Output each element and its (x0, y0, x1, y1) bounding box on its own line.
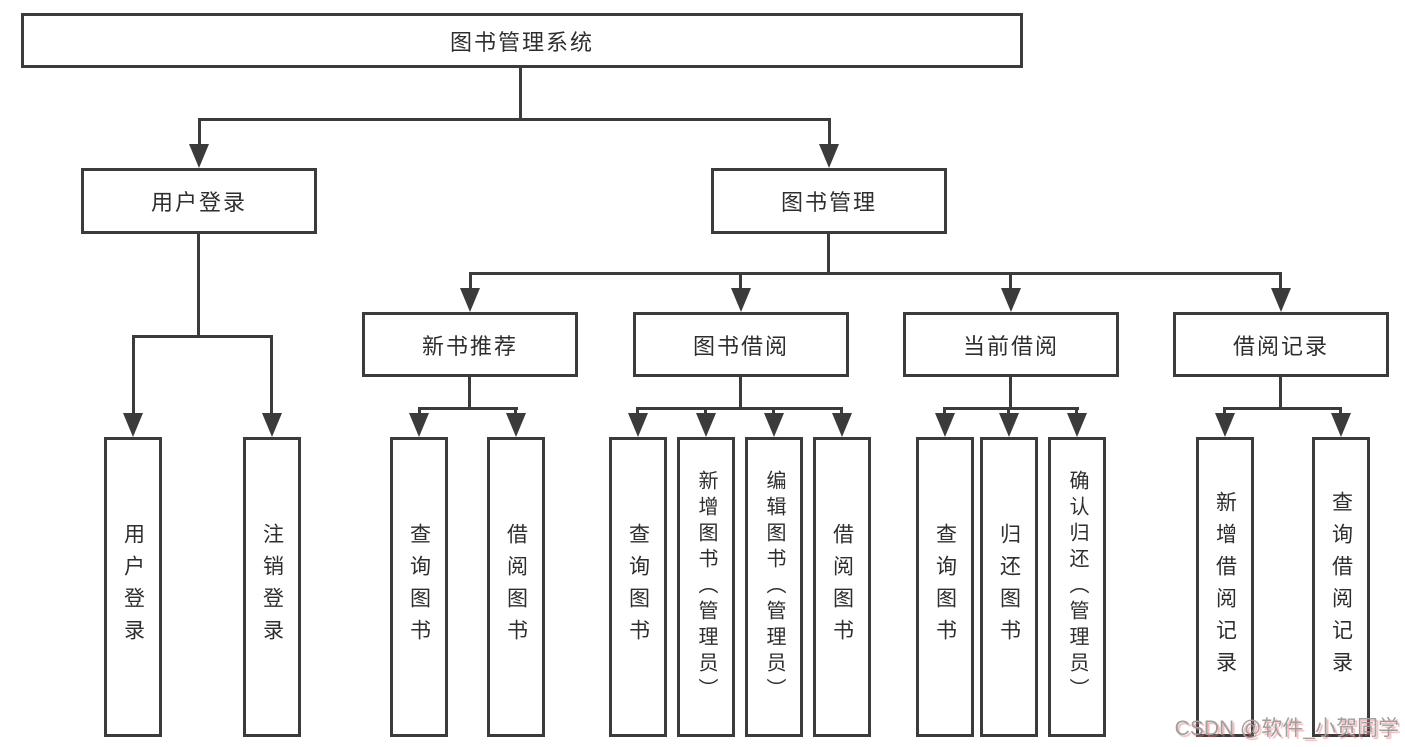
connector-line (704, 407, 707, 417)
leaf-label: 编辑图书（管理员） (763, 470, 785, 704)
node-new-book-recommendation: 新书推荐 (362, 312, 578, 377)
arrowhead-down-icon (506, 413, 526, 437)
leaf-logout: 注销登录 (243, 437, 301, 737)
leaf-label: 用户登录 (121, 523, 145, 651)
leaf-label: 新增图书（管理员） (695, 470, 717, 704)
connector-line (636, 407, 843, 410)
leaf-query-books-recommend: 查询图书 (390, 437, 448, 737)
arrowhead-down-icon (262, 413, 282, 437)
connector-line (943, 407, 946, 417)
connector-line (1223, 407, 1226, 417)
leaf-label: 查询图书 (407, 523, 431, 651)
node-current-borrowing: 当前借阅 (903, 312, 1119, 377)
arrowhead-down-icon (1215, 413, 1235, 437)
leaf-return-books: 归还图书 (980, 437, 1038, 737)
leaf-label: 借阅图书 (504, 523, 528, 651)
connector-line (1007, 407, 1010, 417)
connector-line (132, 335, 135, 415)
leaf-borrow-books-borrowing: 借阅图书 (813, 437, 871, 737)
connector-line (636, 407, 639, 417)
node-label: 用户登录 (150, 190, 247, 215)
connector-line (519, 68, 522, 120)
arrowhead-down-icon (189, 144, 209, 168)
node-borrowing-records: 借阅记录 (1173, 312, 1389, 377)
connector-line (132, 335, 273, 338)
connector-line (840, 407, 843, 417)
connector-line (772, 407, 775, 417)
arrowhead-down-icon (999, 413, 1019, 437)
leaf-label: 新增借阅记录 (1213, 491, 1237, 683)
leaf-user-login: 用户登录 (104, 437, 162, 737)
leaf-label: 确认归还（管理员） (1066, 470, 1088, 704)
leaf-add-books-admin: 新增图书（管理员） (677, 437, 735, 737)
connector-line (1075, 407, 1078, 417)
node-label: 图书管理系统 (449, 29, 594, 55)
connector-line (468, 377, 471, 409)
connector-line (1279, 272, 1282, 290)
node-label: 图书借阅 (692, 333, 789, 359)
connector-line (198, 118, 201, 148)
connector-line (1279, 377, 1282, 409)
leaf-label: 查询图书 (626, 523, 650, 651)
leaf-edit-books-admin: 编辑图书（管理员） (745, 437, 803, 737)
connector-line (1009, 272, 1012, 290)
leaf-label: 注销登录 (260, 523, 284, 651)
arrowhead-down-icon (696, 413, 716, 437)
connector-line (1339, 407, 1342, 417)
connector-line (828, 118, 831, 148)
leaf-label: 查询图书 (933, 523, 957, 651)
node-book-borrowing: 图书借阅 (633, 312, 849, 377)
connector-line (197, 234, 200, 337)
connector-line (827, 234, 830, 274)
arrowhead-down-icon (1271, 288, 1291, 312)
leaf-confirm-return-admin: 确认归还（管理员） (1048, 437, 1106, 737)
connector-line (739, 377, 742, 409)
connector-line (943, 407, 1079, 410)
connector-line (270, 335, 273, 415)
connector-line (469, 272, 472, 290)
arrowhead-down-icon (628, 413, 648, 437)
arrowhead-down-icon (123, 413, 143, 437)
node-library-management-system: 图书管理系统 (21, 13, 1023, 68)
arrowhead-down-icon (832, 413, 852, 437)
leaf-query-books-current: 查询图书 (916, 437, 974, 737)
leaf-label: 归还图书 (997, 523, 1021, 651)
connector-line (418, 407, 518, 410)
leaf-add-borrow-record: 新增借阅记录 (1196, 437, 1254, 737)
arrowhead-down-icon (1067, 413, 1087, 437)
arrowhead-down-icon (460, 288, 480, 312)
leaf-label: 借阅图书 (830, 523, 854, 651)
arrowhead-down-icon (1331, 413, 1351, 437)
node-label: 借阅记录 (1232, 333, 1329, 359)
connector-line (418, 407, 421, 417)
csdn-watermark: CSDN @软件_小贺同学 (1174, 717, 1399, 740)
arrowhead-down-icon (731, 288, 751, 312)
connector-line (469, 272, 1282, 275)
connector-line (1223, 407, 1341, 410)
leaf-borrow-books-recommend: 借阅图书 (487, 437, 545, 737)
arrowhead-down-icon (935, 413, 955, 437)
arrowhead-down-icon (764, 413, 784, 437)
leaf-query-borrow-record: 查询借阅记录 (1312, 437, 1370, 737)
connector-line (1009, 377, 1012, 409)
connector-line (739, 272, 742, 290)
leaf-label: 查询借阅记录 (1329, 491, 1353, 683)
arrowhead-down-icon (409, 413, 429, 437)
connector-line (514, 407, 517, 417)
node-label: 新书推荐 (421, 333, 518, 359)
connector-line (198, 118, 831, 121)
arrowhead-down-icon (1001, 288, 1021, 312)
node-label: 当前借阅 (962, 333, 1059, 359)
node-label: 图书管理 (780, 190, 877, 215)
node-book-management: 图书管理 (711, 168, 947, 234)
leaf-query-books-borrowing: 查询图书 (609, 437, 667, 737)
arrowhead-down-icon (819, 144, 839, 168)
node-user-login: 用户登录 (81, 168, 317, 234)
